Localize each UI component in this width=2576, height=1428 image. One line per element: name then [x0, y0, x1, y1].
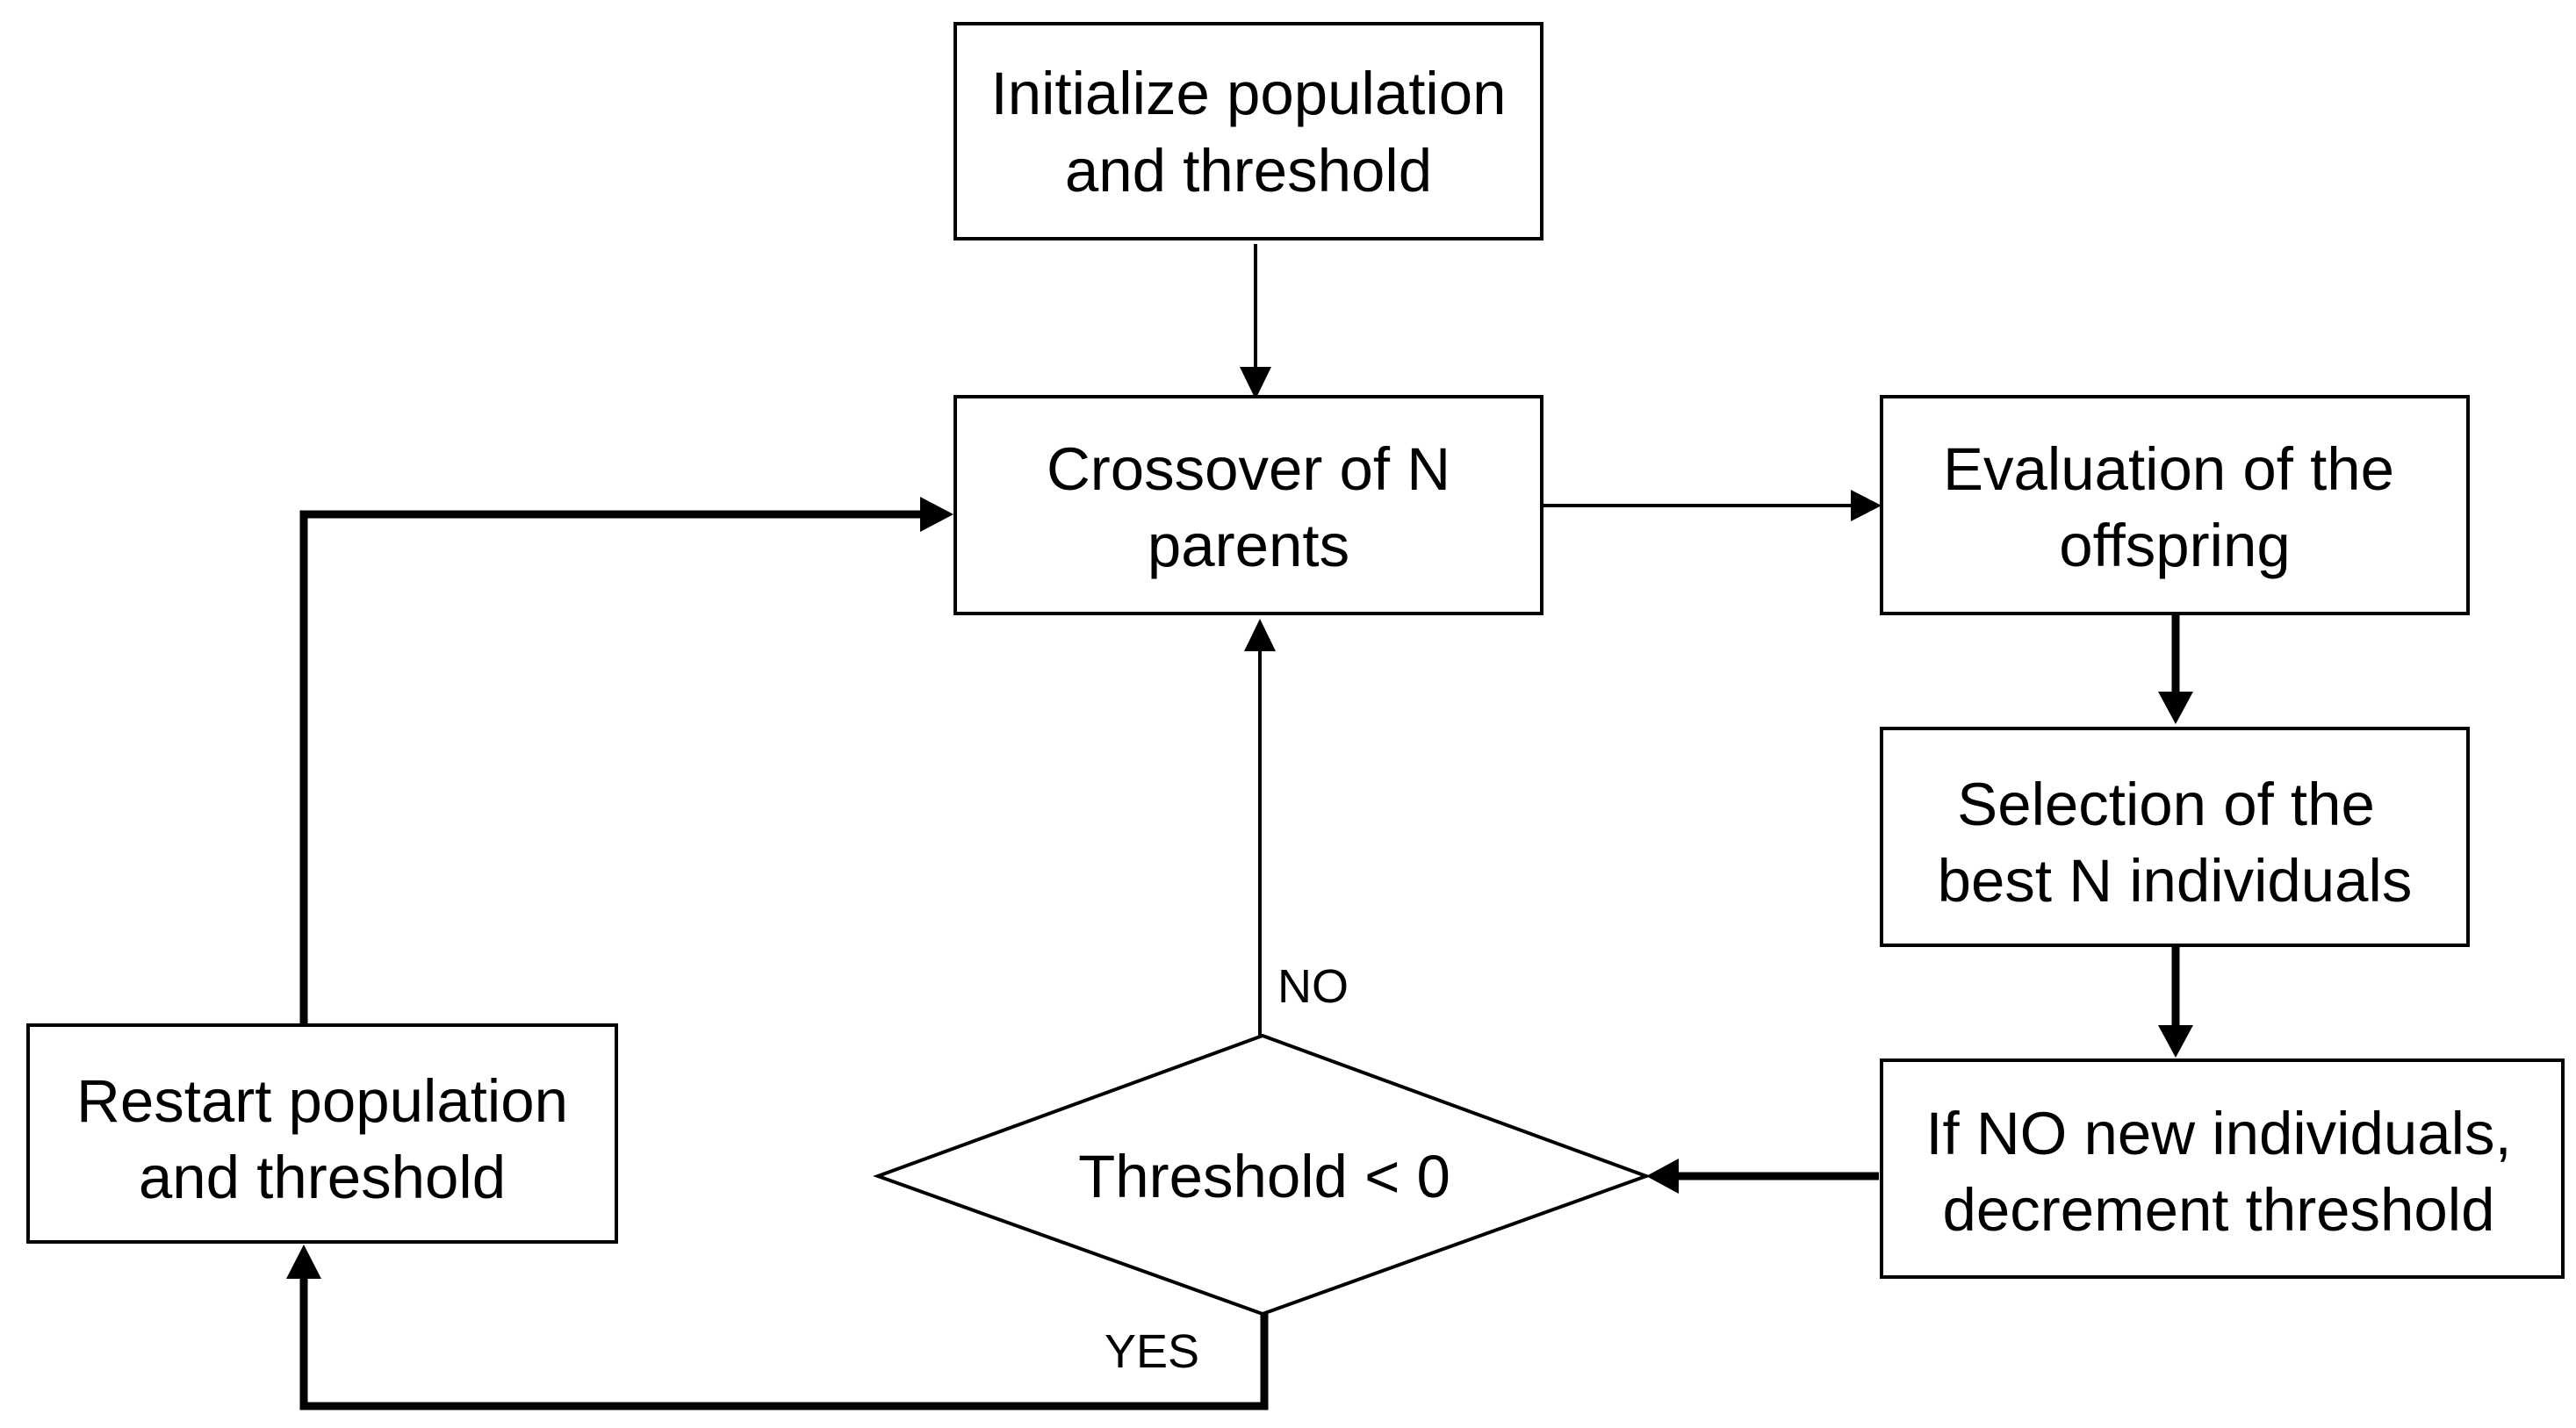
node-decision-label: Threshold < 0 [1078, 1143, 1450, 1210]
node-selection-line1: Selection of the [1957, 771, 2375, 838]
edge-label-yes: YES [1105, 1325, 1199, 1378]
node-crossover: Crossover of N parents [953, 395, 1543, 615]
node-initialize-population: Initialize population and threshold [953, 22, 1543, 240]
node-decrement-threshold: If NO new individuals, decrement thresho… [1880, 1058, 2565, 1279]
node-selection: Selection of the best N individuals [1880, 727, 2470, 947]
node-decrement-line2: decrement threshold [1942, 1176, 2494, 1244]
node-crossover-line1: Crossover of N [1047, 435, 1450, 503]
node-selection-line2: best N individuals [1938, 847, 2413, 915]
node-restart-line2: and threshold [139, 1144, 506, 1211]
edge-decision-yes-to-restart [286, 1245, 1269, 1410]
edge-restart-to-crossover [299, 497, 953, 1033]
node-evaluation-line2: offspring [2059, 512, 2290, 579]
edge-decision-no-to-crossover [1244, 619, 1276, 1036]
edge-init-to-crossover [1240, 244, 1271, 399]
node-initialize-line1: Initialize population [991, 60, 1507, 127]
edge-label-no: NO [1277, 960, 1349, 1013]
edge-crossover-to-evaluation [1538, 490, 1882, 521]
edge-selection-to-decrement [2158, 945, 2193, 1058]
node-evaluation: Evaluation of the offspring [1880, 395, 2470, 615]
edge-decrement-to-decision [1646, 1159, 1879, 1194]
node-decrement-line1: If NO new individuals, [1925, 1100, 2511, 1167]
edge-evaluation-to-selection [2158, 614, 2193, 724]
node-evaluation-line1: Evaluation of the [1943, 435, 2394, 503]
node-initialize-line2: and threshold [1065, 137, 1432, 205]
node-decision-threshold: Threshold < 0 [873, 1033, 1651, 1317]
node-restart-line1: Restart population [76, 1067, 568, 1135]
node-crossover-line2: parents [1148, 512, 1349, 579]
node-restart-population: Restart population and threshold [26, 1023, 618, 1244]
